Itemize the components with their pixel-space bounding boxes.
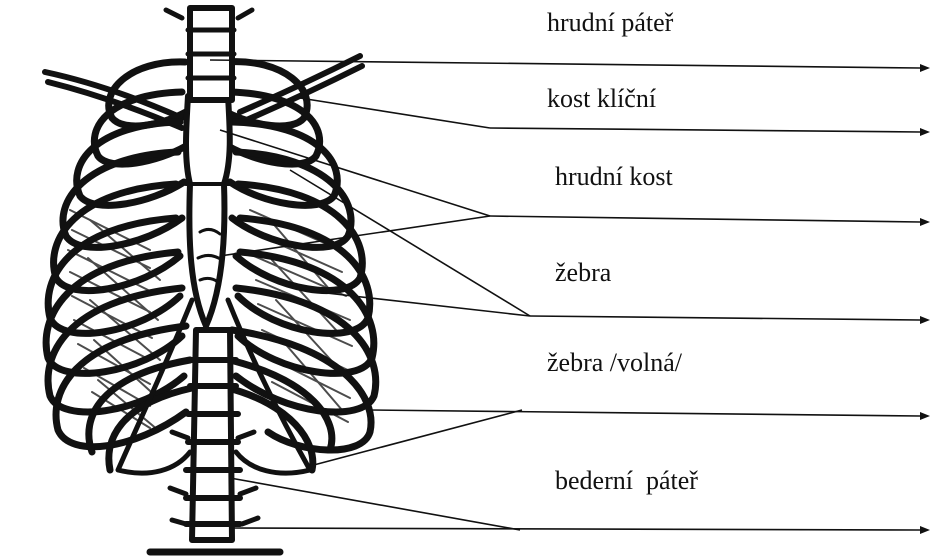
ribs-left <box>46 62 192 470</box>
label-sternum: hrudní kost <box>555 164 673 190</box>
ribs-right <box>226 62 376 470</box>
label-lumbar-spine: bederní páteř <box>555 468 698 494</box>
label-ribs: žebra <box>555 260 611 286</box>
label-collarbone: kost klíční <box>547 86 656 112</box>
pointer-line-thoracic-spine <box>210 60 920 68</box>
pointer-line-floating-ribs <box>370 410 920 416</box>
pointer-line-lumbar-spine <box>230 478 520 530</box>
rib-cage-illustration <box>45 8 376 552</box>
arrowheads <box>920 64 930 534</box>
label-thoracic-spine: hrudní páteř <box>547 10 673 36</box>
pointer-line-ribs <box>530 316 920 320</box>
pointer-line-collarbone <box>300 98 490 128</box>
label-floating-ribs: žebra /volná/ <box>547 350 682 376</box>
pointer-line-sternum <box>490 216 920 222</box>
sternum <box>186 96 232 326</box>
